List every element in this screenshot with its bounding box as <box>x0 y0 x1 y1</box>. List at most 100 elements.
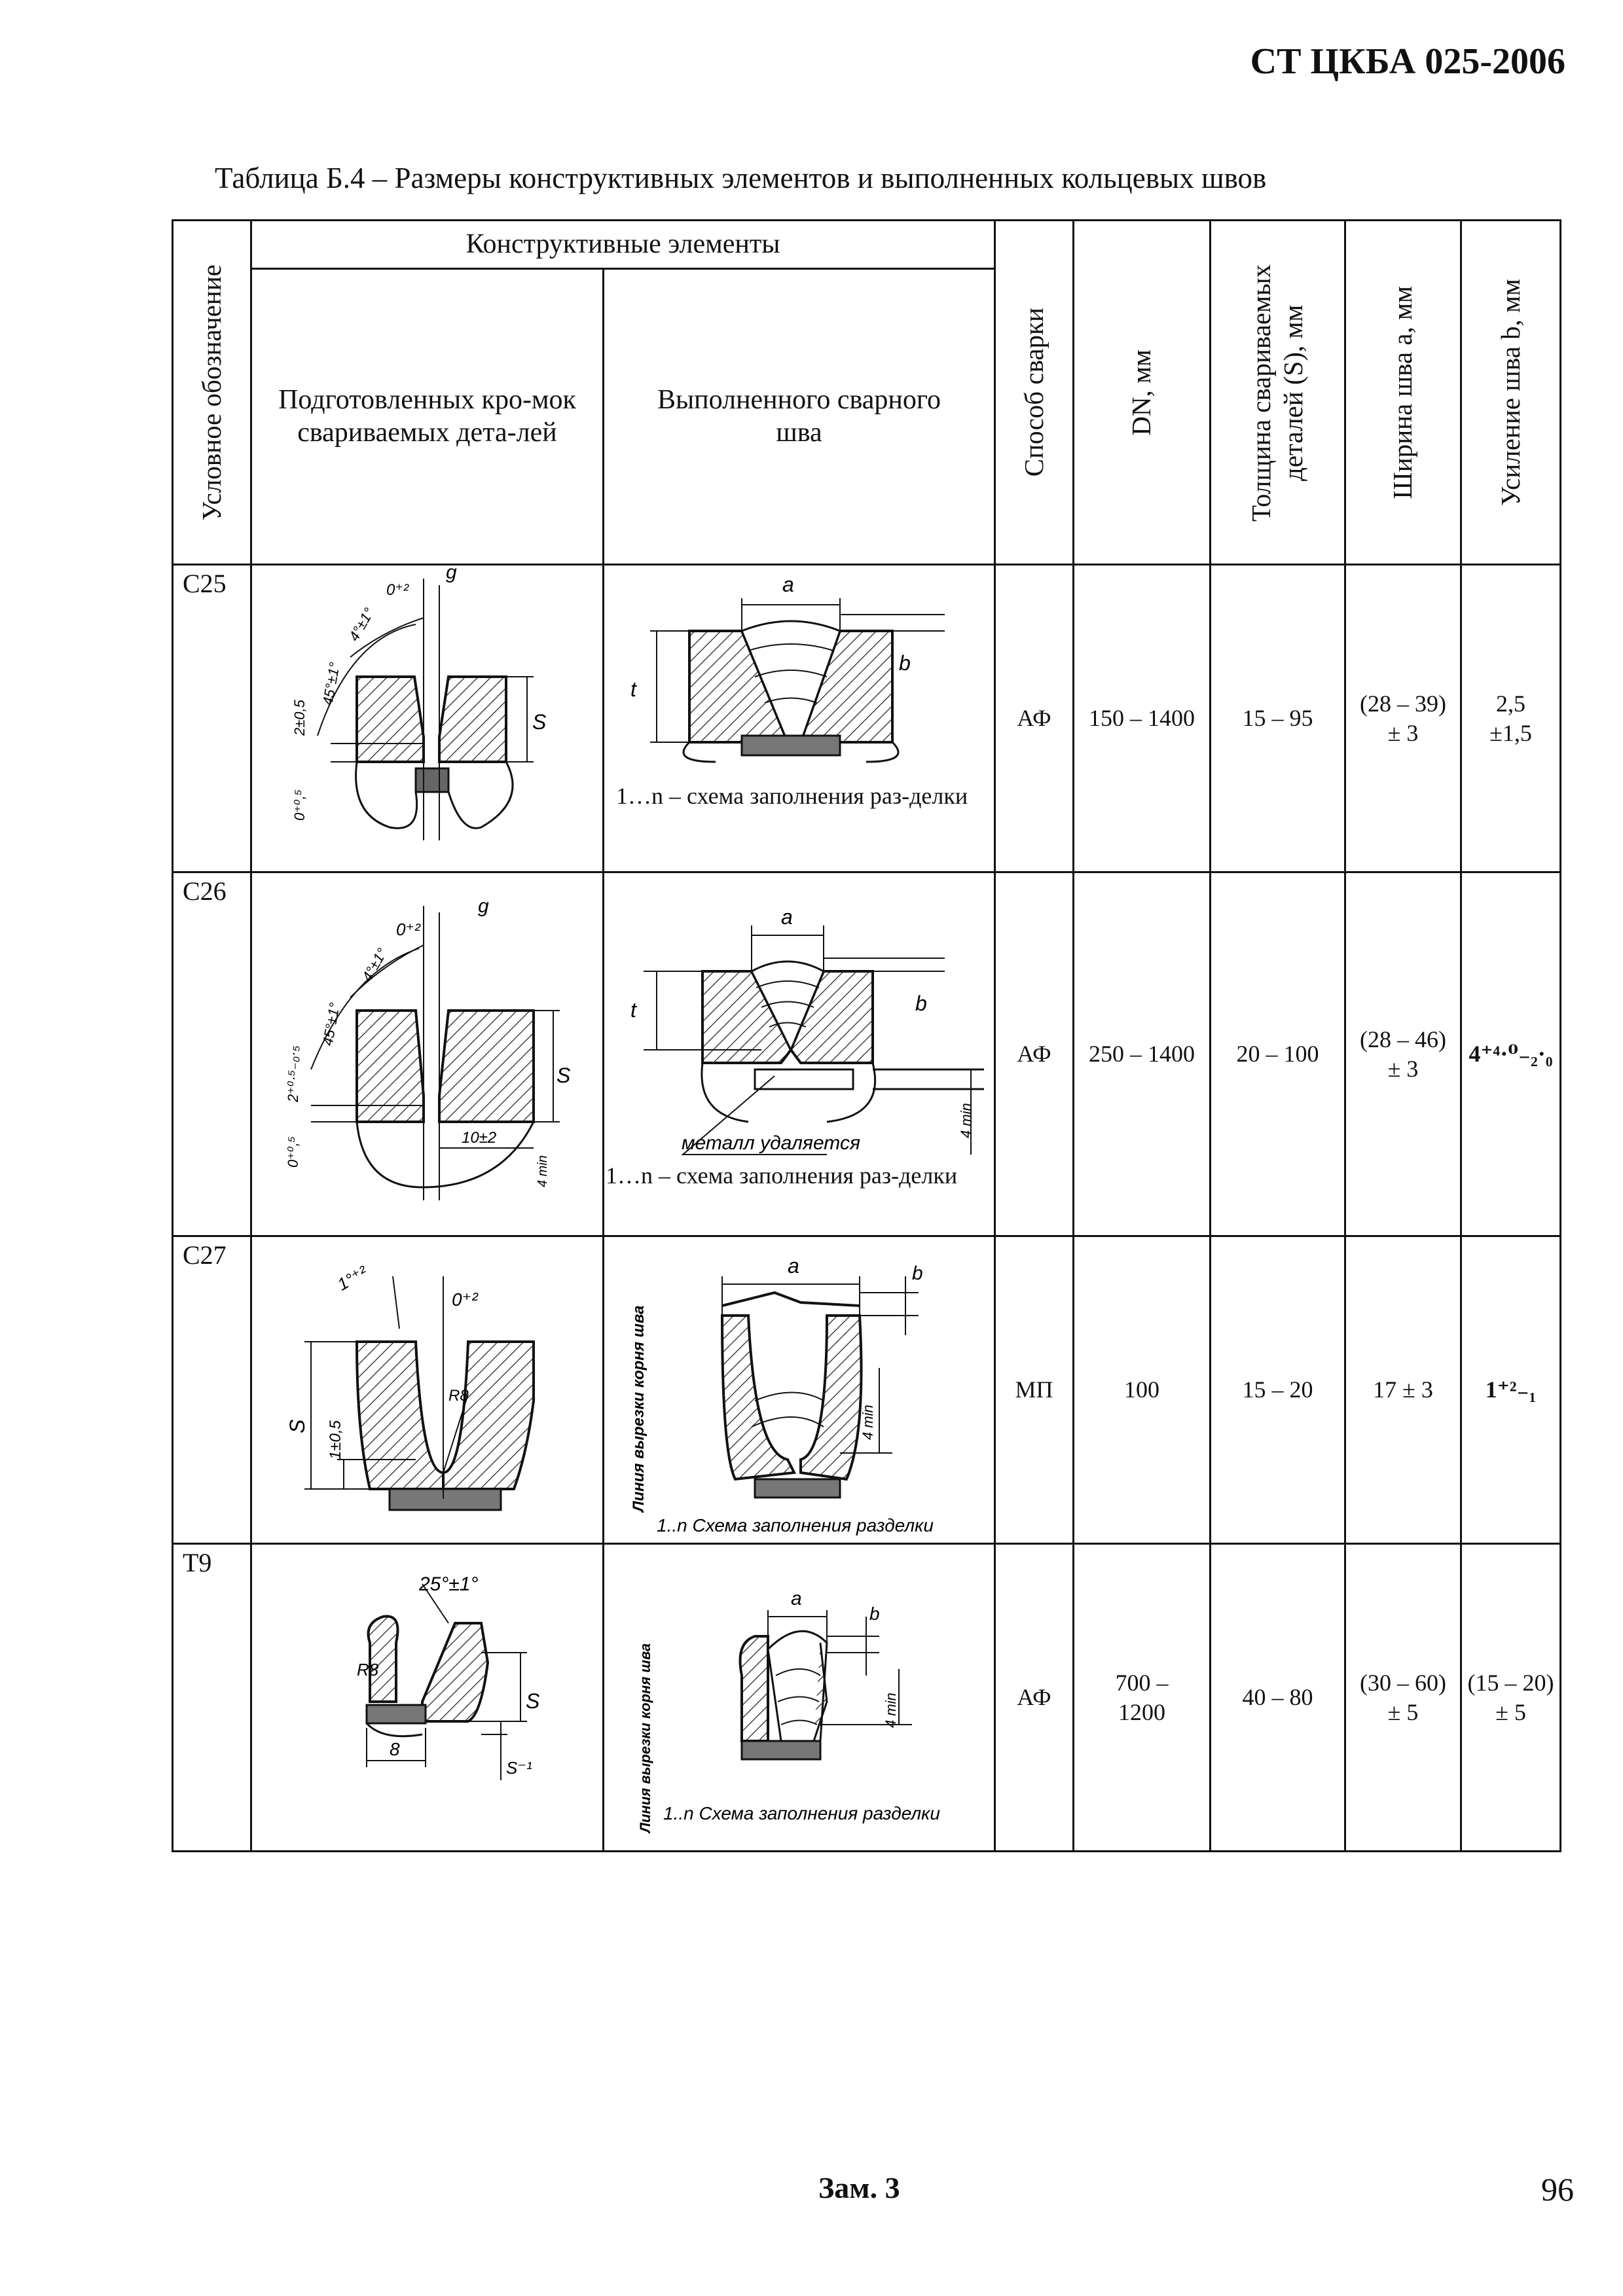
width-a-label: a <box>781 905 793 929</box>
weld-diagram: a t b <box>630 573 945 763</box>
thickness-label: S <box>285 1420 309 1433</box>
root-face-label: 2±0,5 <box>291 699 308 736</box>
thickness-tolerance-label: S⁻¹ <box>506 1758 532 1778</box>
gap-label: g <box>478 895 489 917</box>
fill-scheme-caption: 1..n Схема заполнения разделки <box>657 1515 934 1535</box>
header-welding-method: Способ сварки <box>994 219 1074 565</box>
table-row: Т9 25°±1° R8 S S⁻¹ 8 <box>172 1543 1561 1852</box>
root-gap-label: 0⁺⁰,⁵ <box>285 1136 301 1168</box>
row-code: С27 <box>172 1235 252 1545</box>
fill-scheme-caption: 1…n – схема заполнения раз-делки <box>616 783 968 809</box>
weld-dimensions-table: Условное обозначение Конструктивные элем… <box>172 219 1561 1852</box>
weld-width-value: (30 – 60)± 5 <box>1344 1543 1462 1852</box>
dn-value: 700 – 1200 <box>1072 1543 1211 1852</box>
backing-width-label: 10±2 <box>462 1129 496 1147</box>
edge-prep-diagram: S 1°⁺² 0⁺² R8 1±0,5 <box>285 1261 535 1511</box>
header-designation: Условное обозначение <box>172 219 252 565</box>
reinforcement-b-label: b <box>915 992 927 1015</box>
min-depth-label: 4 min <box>860 1405 876 1440</box>
weld-diagram: a b 4 min Линия вырезки корня шва 1..n С… <box>637 1588 940 1834</box>
width-a-label: a <box>791 1588 802 1609</box>
thickness-value: 20 – 100 <box>1209 871 1346 1237</box>
angle-label-2: 45°±1° <box>319 1001 343 1047</box>
reinforcement-b-label: b <box>869 1604 880 1624</box>
header-reinforcement: Усиление шва b, мм <box>1460 219 1561 565</box>
bevel-angle-label: 25°±1° <box>418 1573 479 1595</box>
page-number: 96 <box>1541 2171 1574 2208</box>
reinforcement-b-label: b <box>899 651 911 675</box>
row-code: Т9 <box>172 1543 252 1852</box>
depth-t-label: t <box>630 677 637 701</box>
completed-weld-drawing: a t b 4 min металл удаляется 1…n – схема… <box>602 871 996 1237</box>
gap-label: g <box>446 565 457 583</box>
table-title: Таблица Б.4 – Размеры конструктивных эле… <box>215 162 1267 194</box>
depth-t-label: t <box>630 998 637 1022</box>
reinforcement-value: 1⁺²₋₁ <box>1460 1235 1561 1545</box>
completed-weld-drawing: a t b 1…n – схема заполнения раз-делки <box>602 564 996 873</box>
bevel-angle-label: 1°⁺² <box>334 1261 371 1294</box>
header-constructive-elements: Конструктивные элементы <box>250 219 996 270</box>
header-dn: DN, мм <box>1072 219 1211 565</box>
weld-width-value: 17 ± 3 <box>1344 1235 1462 1545</box>
thickness-value: 15 – 95 <box>1209 564 1346 873</box>
header-thickness: Толщина свариваемых деталей (S), мм <box>1209 219 1346 565</box>
root-cut-line-label: Линия вырезки корня шва <box>630 1306 647 1514</box>
table-row: С26 S g 0⁺² 4°±1° 45°±1° <box>172 871 1561 1237</box>
row-code: С25 <box>172 564 252 873</box>
min-depth-label: 4 min <box>958 1103 974 1138</box>
table-row: С25 <box>172 564 1561 873</box>
header-weld-width: Ширина шва а, мм <box>1344 219 1462 565</box>
row-code: С26 <box>172 871 252 1237</box>
weld-diagram: a t b 4 min металл удаляется <box>630 905 984 1155</box>
gap-tolerance-label: 0⁺² <box>396 920 421 939</box>
dn-value: 150 – 1400 <box>1072 564 1211 873</box>
reinforcement-value: 2,5±1,5 <box>1460 564 1561 873</box>
min-depth-label: 4 min <box>536 1155 550 1187</box>
thickness-label: S <box>532 710 546 734</box>
root-height-label: 1±0,5 <box>327 1420 344 1460</box>
prepared-edges-drawing: 25°±1° R8 S S⁻¹ 8 <box>250 1543 604 1852</box>
weld-width-value: (28 – 39)± 3 <box>1344 564 1462 873</box>
gap-tolerance-label: 0⁺² <box>386 581 409 599</box>
dn-value: 100 <box>1072 1235 1211 1545</box>
land-width-label: 8 <box>390 1739 400 1759</box>
welding-method-value: МП <box>994 1235 1074 1545</box>
reinforcement-value: (15 – 20)± 5 <box>1460 1543 1561 1852</box>
min-depth-label: 4 min <box>883 1693 899 1728</box>
completed-weld-drawing: a b 4 min Линия вырезки корня шва 1..n С… <box>602 1235 996 1545</box>
radius-label: R8 <box>448 1387 469 1405</box>
completed-weld-drawing: a b 4 min Линия вырезки корня шва 1..n С… <box>602 1543 996 1852</box>
thickness-value: 40 – 80 <box>1209 1543 1346 1852</box>
root-cut-line-label: Линия вырезки корня шва <box>637 1643 653 1834</box>
welding-method-value: АФ <box>994 1543 1074 1852</box>
welding-method-value: АФ <box>994 871 1074 1237</box>
fill-scheme-caption: 1..n Схема заполнения разделки <box>663 1803 940 1823</box>
edge-prep-diagram: 25°±1° R8 S S⁻¹ 8 <box>357 1573 539 1780</box>
edge-prep-diagram: S g 0⁺² 4°±1° 45°±1° 2±0,5 0⁺⁰,⁵ <box>291 565 546 840</box>
reinforcement-b-label: b <box>912 1263 923 1284</box>
metal-removed-note: металл удаляется <box>682 1132 860 1154</box>
edge-prep-diagram: S g 0⁺² 4°±1° 45°±1° 2⁺⁰·⁵₋₀·₅ 0⁺⁰,⁵ 10±… <box>285 895 570 1200</box>
angle-label-2: 45°±1° <box>319 661 343 707</box>
prepared-edges-drawing: S 1°⁺² 0⁺² R8 1±0,5 <box>250 1235 604 1545</box>
welding-method-value: АФ <box>994 564 1074 873</box>
angle-label-1: 4°±1° <box>346 605 378 644</box>
header-completed-weld: Выполненного сварного шва <box>602 268 996 565</box>
fill-scheme-caption: 1…n – схема заполнения раз-делки <box>606 1162 958 1189</box>
thickness-value: 15 – 20 <box>1209 1235 1346 1545</box>
reinforcement-value: 4⁺⁴·⁰₋₂·₀ <box>1460 871 1561 1237</box>
prepared-edges-drawing: S g 0⁺² 4°±1° 45°±1° 2⁺⁰·⁵₋₀·₅ 0⁺⁰,⁵ 10±… <box>250 871 604 1237</box>
root-gap-label: 0⁺⁰,⁵ <box>291 789 308 821</box>
table-row: С27 S 1°⁺² 0⁺² R8 1±0,5 <box>172 1235 1561 1545</box>
thickness-label: S <box>556 1064 570 1087</box>
gap-tolerance-label: 0⁺² <box>452 1289 479 1310</box>
weld-width-value: (28 – 46)± 3 <box>1344 871 1462 1237</box>
thickness-label: S <box>526 1689 539 1713</box>
width-a-label: a <box>788 1254 799 1278</box>
weld-diagram: a b 4 min Линия вырезки корня шва 1..n С… <box>630 1254 934 1535</box>
width-a-label: a <box>782 573 794 596</box>
change-note: Зам. 3 <box>818 2171 900 2204</box>
prepared-edges-drawing: S g 0⁺² 4°±1° 45°±1° 2±0,5 0⁺⁰,⁵ <box>250 564 604 873</box>
document-code: СТ ЦКБА 025-2006 <box>1250 41 1565 82</box>
dn-value: 250 – 1400 <box>1072 871 1211 1237</box>
